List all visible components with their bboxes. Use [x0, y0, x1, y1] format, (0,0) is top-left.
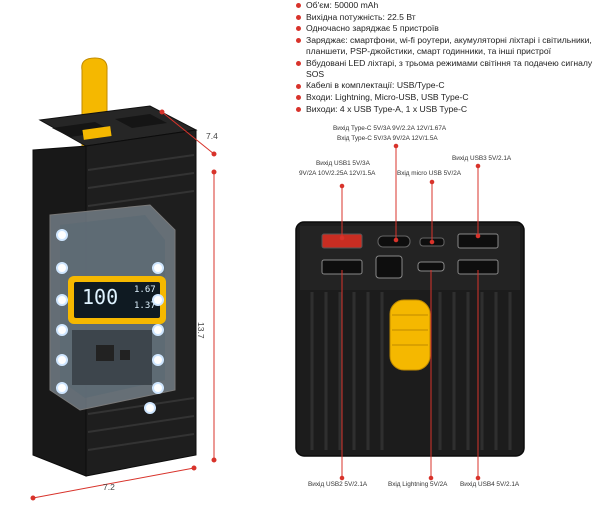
spec-text: Кабелі в комплектації: USB/Type-C: [306, 80, 445, 91]
spec-item: Об'єм: 50000 mAh: [296, 0, 600, 11]
bullet-icon: [296, 83, 301, 89]
dimension-height: 13.7: [196, 322, 206, 339]
port-label-lightning: Вхід Lightning 5V/2A: [388, 481, 448, 488]
spec-item: Виходи: 4 x USB Type-A, 1 x USB Type-C: [296, 104, 600, 115]
spec-text: Вихідна потужність: 22.5 Вт: [306, 11, 416, 22]
display-line1: 1.67: [134, 285, 156, 295]
spec-list: Об'єм: 50000 mAh Вихідна потужність: 22.…: [296, 0, 600, 115]
bullet-icon: [296, 60, 301, 66]
spec-text: Виходи: 4 x USB Type-A, 1 x USB Type-C: [306, 103, 468, 114]
dimension-depth: 7.4: [206, 131, 218, 141]
dimension-width: 7.2: [103, 482, 115, 492]
spec-item: Вихідна потужність: 22.5 Вт: [296, 12, 600, 23]
port-label-micro-usb-in: Вхід micro USB 5V/2A: [397, 170, 462, 177]
spec-item: Одночасно заряджає 5 пристроїв: [296, 23, 600, 34]
spec-text: Об'єм: 50000 mAh: [306, 0, 379, 10]
spec-text: Заряджає: смартфони, wi-fi роутери, акум…: [306, 34, 592, 56]
spec-text: Одночасно заряджає 5 пристроїв: [306, 23, 439, 34]
display-main-value: 100: [82, 285, 119, 309]
spec-item: Кабелі в комплектації: USB/Type-C: [296, 80, 600, 91]
spec-text: Входи: Lightning, Micro-USB, USB Type-C: [306, 91, 469, 102]
display-line2: 1.37: [134, 301, 156, 311]
bullet-icon: [296, 37, 301, 43]
spec-item: Входи: Lightning, Micro-USB, USB Type-C: [296, 92, 600, 103]
port-label-typec-in: Вхід Type-C 5V/3A 9V/2A 12V/1.5A: [337, 135, 438, 142]
bullet-icon: [296, 106, 301, 112]
bullet-icon: [296, 95, 301, 101]
port-label-usb1-line1: Вихід USB1 5V/3A: [316, 160, 370, 167]
spec-text: Вбудовані LED ліхтарі, з трьома режимами…: [306, 57, 593, 79]
port-label-usb4: Вихід USB4 5V/2.1A: [460, 481, 520, 488]
port-label-usb3: Вихід USB3 5V/2.1A: [452, 155, 512, 162]
bullet-icon: [296, 26, 301, 32]
spec-item: Вбудовані LED ліхтарі, з трьома режимами…: [296, 58, 600, 80]
bullet-icon: [296, 3, 301, 9]
port-label-typec-out: Вихід Type-C 5V/3A 9V/2.2A 12V/1.67A: [333, 125, 447, 132]
bullet-icon: [296, 14, 301, 20]
port-label-usb2: Вихід USB2 5V/2.1A: [308, 481, 368, 488]
spec-item: Заряджає: смартфони, wi-fi роутери, акум…: [296, 35, 600, 57]
port-label-usb1-line2: 9V/2A 10V/2.25A 12V/1.5A: [299, 170, 376, 177]
